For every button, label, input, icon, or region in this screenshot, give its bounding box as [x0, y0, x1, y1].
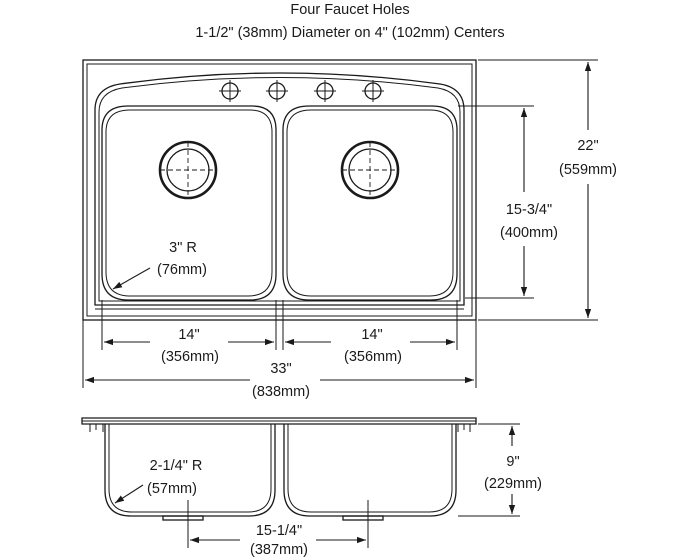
bowl-height-mm: (229mm) — [484, 476, 542, 492]
side-right-bowl — [283, 424, 457, 517]
overall-width-mm: (838mm) — [252, 384, 310, 400]
right-bowl-width-mm: (356mm) — [344, 349, 402, 365]
sink-outer-rim — [82, 59, 477, 321]
right-bowl-width-inches: 14" — [361, 327, 382, 343]
faucet-hole-1 — [219, 80, 241, 102]
bowl-depth-mm: (400mm) — [500, 225, 558, 241]
left-bowl-width-inches: 14" — [178, 327, 199, 343]
dimension-overall-width: 33" (838mm) — [82, 320, 477, 400]
drain-spacing-mm: (387mm) — [250, 542, 308, 558]
dimension-overall-depth: 22" (559mm) — [478, 59, 617, 321]
sink-top-view — [82, 59, 477, 321]
left-bowl — [101, 105, 277, 301]
sink-deck-outline-inner — [98, 77, 461, 302]
callout-corner-radius: 3" R (76mm) — [112, 240, 207, 290]
side-rim-flange — [81, 417, 477, 425]
overall-width-inches: 33" — [270, 361, 291, 377]
right-bowl — [282, 105, 458, 301]
right-bowl-inner — [286, 109, 454, 297]
bottom-radius-mm: (57mm) — [147, 481, 197, 497]
bottom-radius-inches: 2-1/4" R — [150, 458, 203, 474]
faucet-hole-4 — [362, 80, 384, 102]
sink-rim-inner-line — [86, 63, 473, 317]
dimension-bowl-widths: 14" (356mm) 14" (356mm) — [101, 300, 458, 365]
sink-side-view — [81, 417, 477, 521]
dimension-bowl-depth: 15-3/4" (400mm) — [458, 105, 558, 299]
drain-spacing-inches: 15-1/4" — [256, 523, 302, 539]
dimension-drain-spacing: 15-1/4" (387mm) — [187, 500, 369, 558]
left-bowl-width-mm: (356mm) — [161, 349, 219, 365]
side-right-drain — [342, 515, 384, 521]
corner-radius-mm: (76mm) — [157, 262, 207, 278]
dimension-bowl-height: 9" (229mm) — [458, 423, 542, 517]
overall-depth-inches: 22" — [577, 138, 598, 154]
overall-depth-mm: (559mm) — [559, 162, 617, 178]
sink-deck-outline — [94, 72, 465, 306]
side-left-drain — [162, 515, 204, 521]
title-line-1: Four Faucet Holes — [290, 2, 409, 18]
faucet-hole-2 — [266, 80, 288, 102]
left-bowl-inner — [105, 109, 273, 297]
faucet-hole-3 — [314, 80, 336, 102]
bowl-depth-inches: 15-3/4" — [506, 202, 552, 218]
corner-radius-inches: 3" R — [169, 240, 197, 256]
bowl-height-inches: 9" — [506, 454, 519, 470]
callout-bottom-radius: 2-1/4" R (57mm) — [114, 458, 203, 504]
title-line-2: 1-1/2" (38mm) Diameter on 4" (102mm) Cen… — [195, 25, 504, 41]
